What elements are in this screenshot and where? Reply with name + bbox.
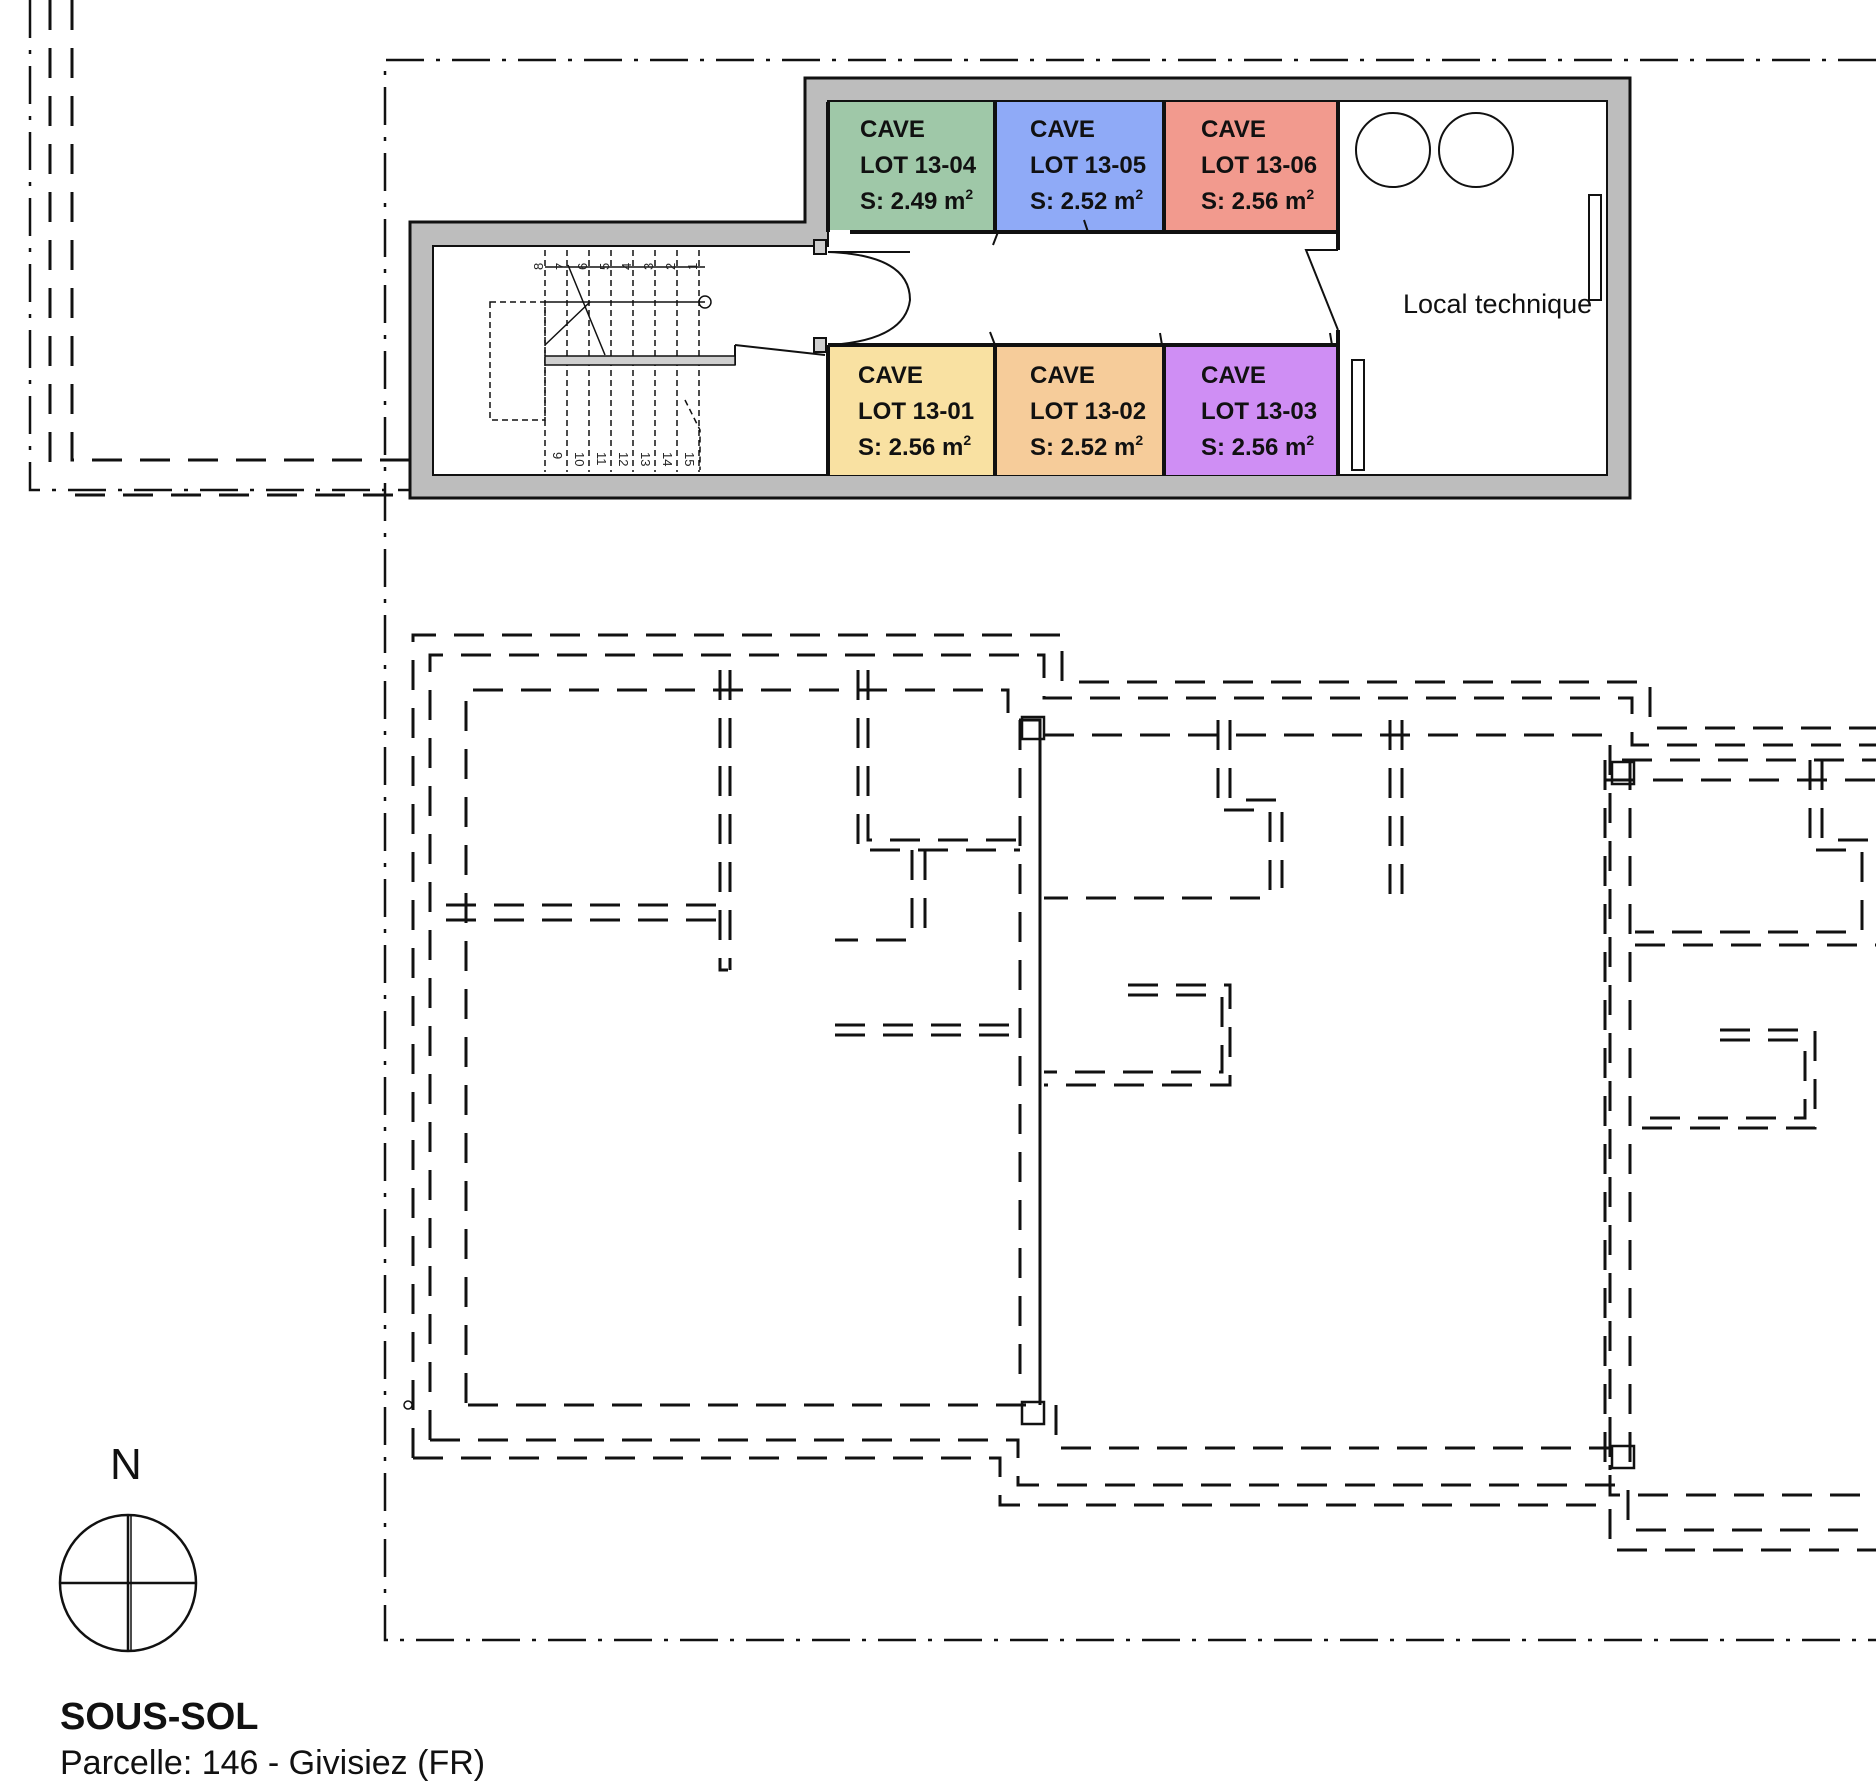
upper-floor-internal-walls — [446, 670, 1876, 1130]
cave-13-03-fill — [1166, 347, 1336, 475]
neighbor-outline — [28, 0, 410, 497]
cave-label: CAVE — [860, 116, 925, 143]
stair-step-number: 7 — [553, 263, 568, 270]
stair-step-number: 4 — [619, 263, 634, 270]
cave-13-02-fill — [997, 347, 1162, 475]
north-label: N — [110, 1440, 142, 1489]
cave-area: S: 2.49 m2 — [860, 186, 973, 215]
cave-lot: LOT 13-01 — [858, 398, 974, 425]
cave-label: CAVE — [1030, 362, 1095, 389]
cave-lot: LOT 13-04 — [860, 152, 977, 179]
cave-lot: LOT 13-06 — [1201, 152, 1317, 179]
stair-step-number: 2 — [663, 263, 678, 270]
cave-rooms — [826, 102, 1340, 475]
cave-13-04-fill — [828, 102, 993, 230]
cave-13-04: CAVE LOT 13-04 S: 2.49 m2 — [860, 116, 977, 215]
boiler-icon — [1438, 112, 1514, 188]
boiler-icon — [1355, 112, 1431, 188]
stair-step-number: 13 — [638, 452, 653, 466]
stair-step-number: 15 — [682, 452, 697, 466]
cave-area: S: 2.56 m2 — [1201, 186, 1314, 215]
cave-label: CAVE — [858, 362, 923, 389]
stair-step-number: 14 — [660, 452, 675, 466]
staircase: 8 7 6 5 4 3 2 1 9 10 11 12 13 14 15 — [489, 250, 736, 472]
cave-area: S: 2.52 m2 — [1030, 432, 1143, 461]
stair-step-number: 8 — [531, 263, 546, 270]
cave-label: CAVE — [1201, 362, 1266, 389]
cave-label: CAVE — [1201, 116, 1266, 143]
cave-label: CAVE — [1030, 116, 1095, 143]
stair-step-number: 5 — [597, 263, 612, 270]
technical-room: Local technique — [1351, 112, 1602, 471]
stair-step-number: 11 — [594, 452, 609, 466]
cave-lot: LOT 13-02 — [1030, 398, 1146, 425]
north-arrow-icon — [58, 1513, 198, 1653]
cave-area: S: 2.52 m2 — [1030, 186, 1143, 215]
parcel-boundary — [383, 58, 1876, 1642]
stair-step-number: 3 — [641, 263, 656, 270]
stair-step-number: 10 — [572, 452, 587, 466]
cave-13-06: CAVE LOT 13-06 S: 2.56 m2 — [1201, 116, 1317, 215]
cave-area: S: 2.56 m2 — [858, 432, 971, 461]
stair-step-number: 6 — [575, 263, 590, 270]
page-subtitle: Parcelle: 146 - Givisiez (FR) — [60, 1744, 486, 1782]
cave-13-01-fill — [828, 347, 993, 475]
cave-13-06-fill — [1166, 102, 1336, 230]
cave-13-03: CAVE LOT 13-03 S: 2.56 m2 — [1201, 362, 1317, 461]
cave-13-05-fill — [997, 102, 1162, 230]
cave-13-01: CAVE LOT 13-01 S: 2.56 m2 — [858, 362, 974, 461]
columns — [403, 715, 1636, 1470]
stair-step-number: 12 — [616, 452, 631, 466]
cave-area: S: 2.56 m2 — [1201, 432, 1314, 461]
stair-step-number: 1 — [685, 263, 700, 270]
upper-floor-outline — [411, 633, 1876, 1552]
page-title: SOUS-SOL — [60, 1696, 259, 1738]
stair-step-number: 9 — [550, 452, 565, 459]
technical-room-label: Local technique — [1403, 289, 1592, 319]
cave-lot: LOT 13-03 — [1201, 398, 1317, 425]
cave-13-02: CAVE LOT 13-02 S: 2.52 m2 — [1030, 362, 1146, 461]
cave-13-05: CAVE LOT 13-05 S: 2.52 m2 — [1030, 116, 1146, 215]
cave-lot: LOT 13-05 — [1030, 152, 1146, 179]
